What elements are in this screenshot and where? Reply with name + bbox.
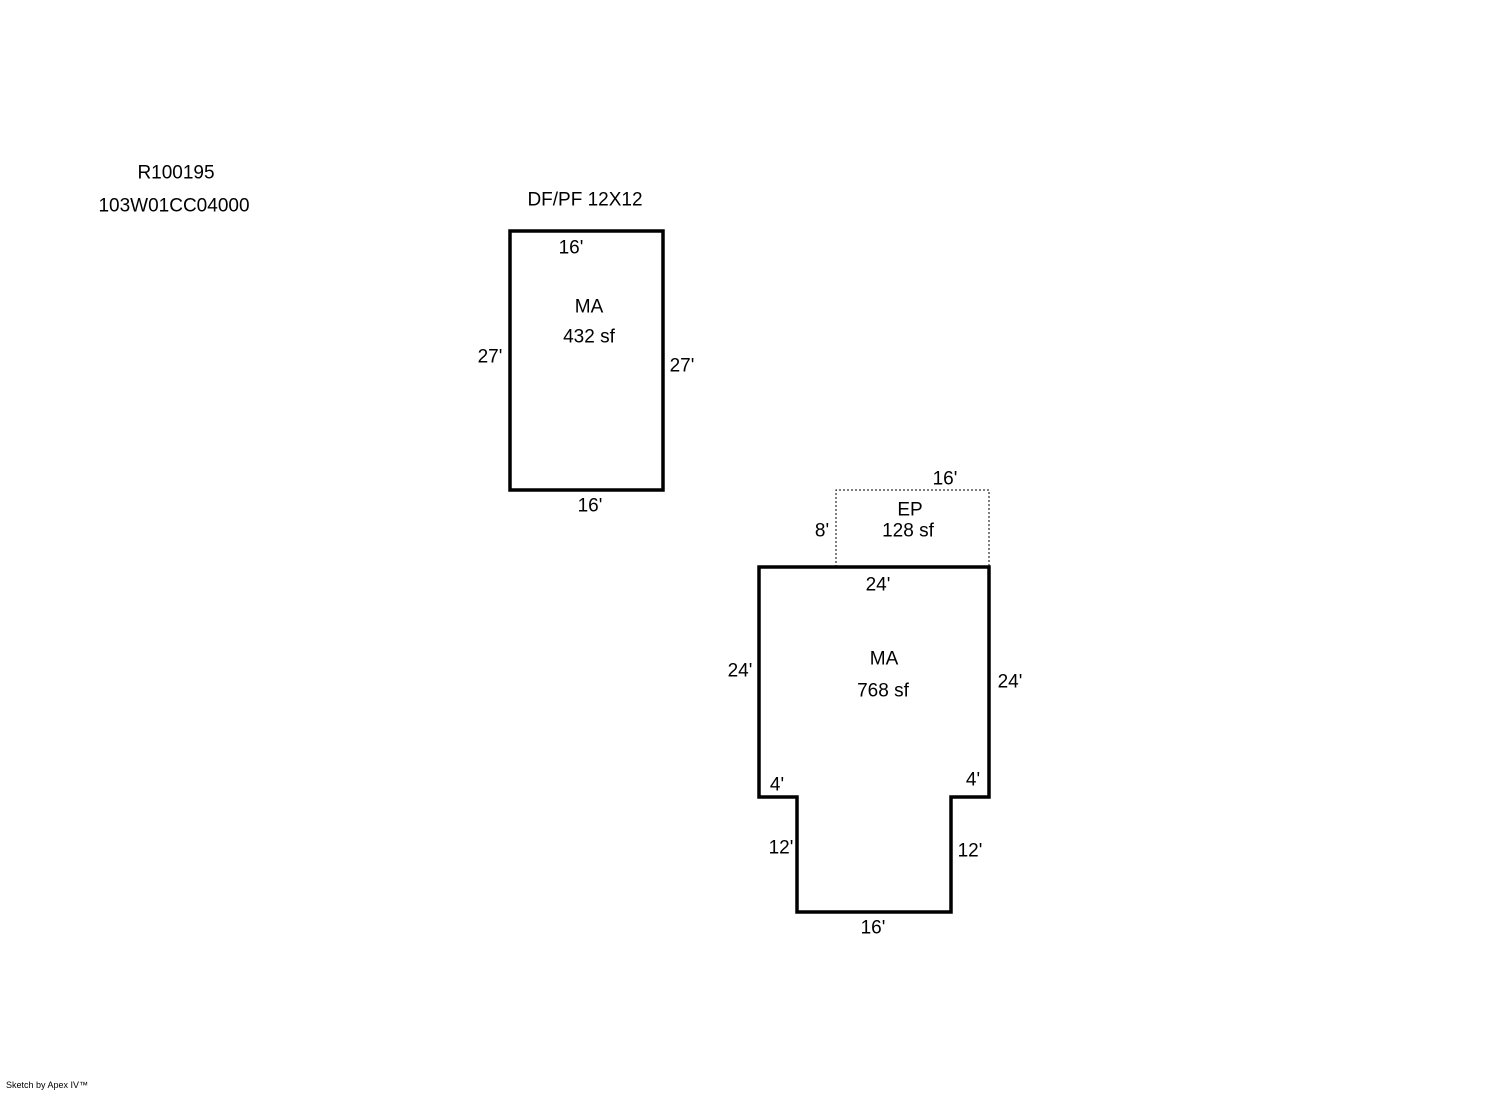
- building-2-dim-lower-right: 12': [957, 840, 983, 862]
- building-1-dim-right: 27': [669, 355, 695, 377]
- building-2-area-size: 768 sf: [857, 680, 909, 702]
- building-2-outline: [757, 565, 991, 914]
- building-2-dim-bottom: 16': [860, 917, 886, 939]
- porch-area-code: EP: [897, 499, 923, 521]
- building-1-dim-bottom: 16': [577, 495, 603, 517]
- building-2-dim-left: 24': [727, 660, 753, 682]
- building-2-dim-top: 24': [865, 574, 891, 596]
- building-1-dim-top: 16': [558, 237, 584, 259]
- building-2-area-code: MA: [869, 648, 899, 670]
- porch-dim-left: 8': [814, 520, 830, 542]
- building-2-dim-step-left: 4': [769, 774, 785, 796]
- map-number: 103W01CC04000: [98, 195, 250, 217]
- parcel-id: R100195: [137, 162, 215, 184]
- porch-dim-top: 16': [932, 468, 958, 490]
- building-2-dim-step-right: 4': [965, 769, 981, 791]
- building-2-dim-lower-left: 12': [768, 837, 794, 859]
- building-1-area-size: 432 sf: [563, 326, 615, 348]
- building-1-area-code: MA: [574, 296, 604, 318]
- porch-outline: [835, 489, 990, 567]
- sketch-credit: Sketch by Apex IV™: [6, 1080, 89, 1090]
- building-1-outline: [508, 229, 665, 492]
- building-2-dim-right: 24': [997, 671, 1023, 693]
- building-1-dim-left: 27': [477, 346, 503, 368]
- building-1-caption: DF/PF 12X12: [527, 189, 643, 211]
- porch-area-size: 128 sf: [882, 520, 934, 542]
